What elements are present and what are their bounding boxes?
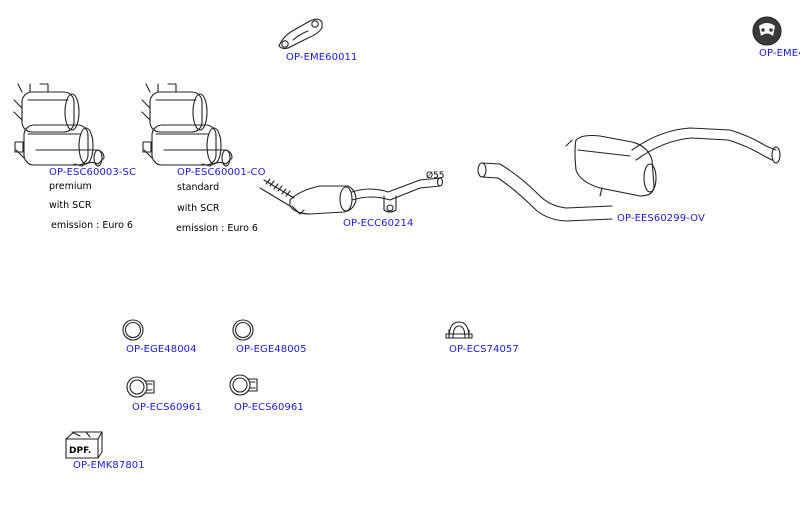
part-link-ecs74057[interactable]: OP-ECS74057 bbox=[449, 344, 519, 355]
part-link-eme4[interactable]: OP-EME4 bbox=[759, 48, 800, 59]
mounting-kit-box-icon[interactable] bbox=[66, 432, 102, 458]
gasket-ring-icon[interactable] bbox=[123, 320, 143, 340]
gasket-ring-icon[interactable] bbox=[233, 320, 253, 340]
rear-silencer-icon[interactable] bbox=[478, 128, 780, 221]
exhaust-mount-gasket-icon[interactable] bbox=[279, 19, 322, 48]
band-clamp-icon[interactable] bbox=[230, 375, 257, 395]
part-link-ees60299-ov[interactable]: OP-EES60299-OV bbox=[617, 213, 705, 224]
band-clamp-icon[interactable] bbox=[127, 377, 154, 397]
part-note: with SCR bbox=[177, 203, 220, 214]
part-link-ecs60961[interactable]: OP-ECS60961 bbox=[234, 402, 304, 413]
part-link-esc60003-sc[interactable]: OP-ESC60003-SC bbox=[49, 167, 137, 178]
part-note: with SCR bbox=[49, 200, 92, 211]
dpf-box-label: DPF. bbox=[69, 446, 92, 456]
part-note: standard bbox=[177, 182, 220, 193]
part-note: emission : Euro 6 bbox=[51, 220, 133, 231]
rubber-mount-icon[interactable] bbox=[753, 17, 781, 45]
part-link-eme60011[interactable]: OP-EME60011 bbox=[286, 52, 358, 63]
exhaust-clamp-icon[interactable] bbox=[446, 322, 472, 338]
part-link-ecs60961[interactable]: OP-ECS60961 bbox=[132, 402, 202, 413]
part-note: emission : Euro 6 bbox=[176, 223, 258, 234]
catalytic-converter-icon[interactable] bbox=[260, 178, 443, 214]
part-link-emk87801[interactable]: OP-EMK87801 bbox=[73, 460, 145, 471]
part-note: premium bbox=[49, 181, 92, 192]
part-link-ege48005[interactable]: OP-EGE48005 bbox=[236, 344, 307, 355]
part-link-ecc60214[interactable]: OP-ECC60214 bbox=[343, 218, 414, 229]
part-link-ege48004[interactable]: OP-EGE48004 bbox=[126, 344, 197, 355]
dpf-scr-unit-premium-icon[interactable] bbox=[14, 84, 104, 166]
pipe-diameter-label: Ø55 bbox=[426, 171, 445, 181]
part-link-esc60001-co[interactable]: OP-ESC60001-CO bbox=[177, 167, 266, 178]
dpf-scr-unit-standard-icon[interactable] bbox=[142, 84, 232, 166]
